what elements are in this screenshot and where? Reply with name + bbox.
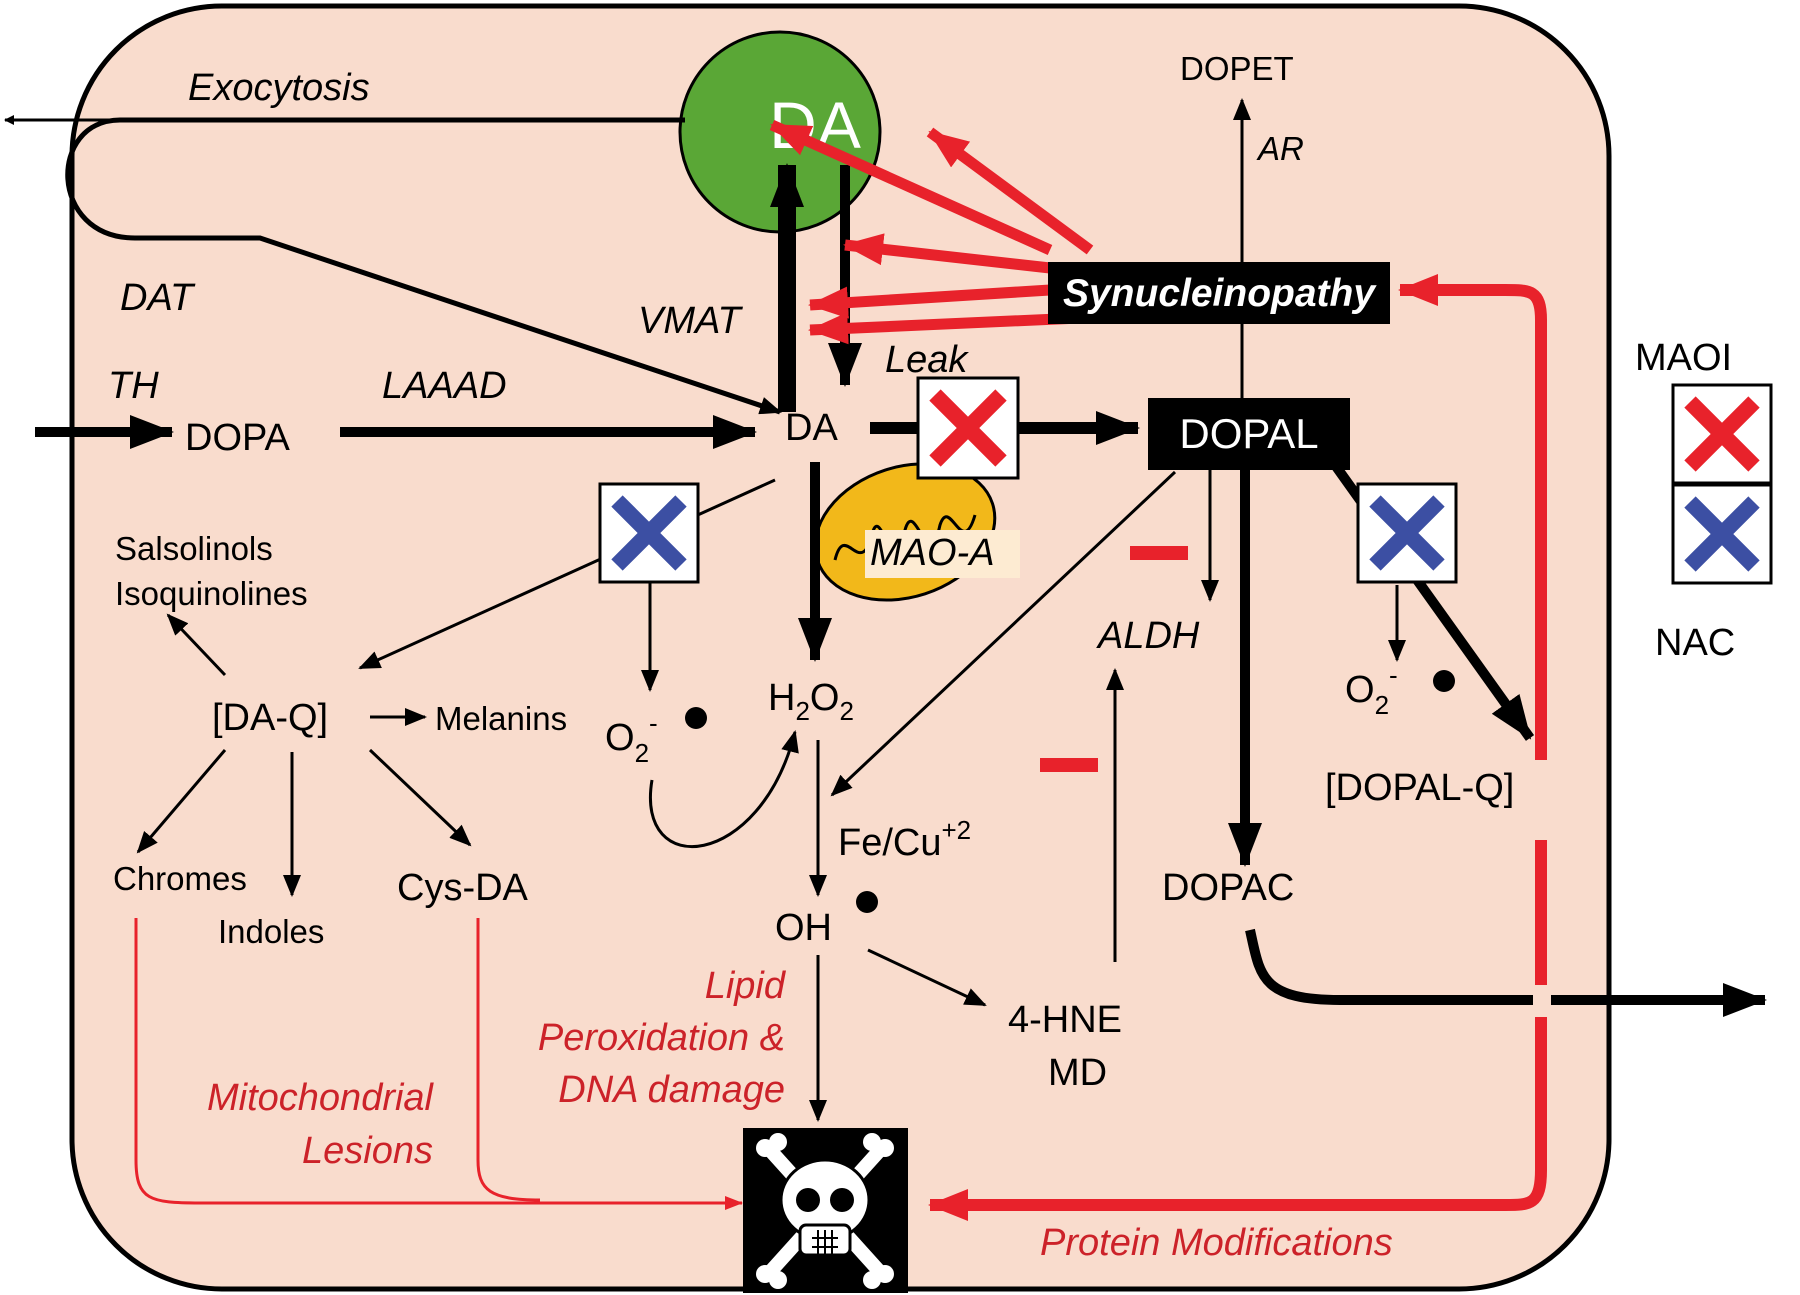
peroxidation-label: Peroxidation & [538, 1017, 785, 1059]
maoi-marker-main [916, 376, 1020, 480]
dna-damage-label: DNA damage [558, 1069, 785, 1111]
laaad-label: LAAAD [382, 365, 507, 407]
blue-x-icon [1671, 483, 1773, 585]
legend-maoi-label: MAOI [1635, 337, 1732, 379]
isoquinolines-label: Isoquinolines [115, 575, 308, 612]
oh-to-hne-arrow [867, 948, 987, 1007]
skull-crossbones-icon [743, 1128, 908, 1293]
hne-label: 4-HNE [1008, 999, 1122, 1041]
superoxide-right-label: O2- [1345, 660, 1398, 720]
legend-nac-label: NAC [1655, 622, 1735, 664]
hydroxyl-label: OH [775, 907, 832, 949]
syn-arrow-5 [808, 312, 1081, 345]
indoles-label: Indoles [218, 913, 324, 950]
dopalq-to-death-arrow [928, 840, 1547, 1221]
daq-to-salsolinols-arrow [166, 613, 227, 677]
leak-label: Leak [885, 339, 969, 381]
mito-lesion-arrow [134, 918, 743, 1210]
nac-marker-dopal [1356, 482, 1458, 584]
nac-marker-daq [598, 482, 700, 584]
synucleinopathy-box [1048, 262, 1390, 324]
da-label: DA [785, 407, 838, 449]
da-to-daq-arrow [358, 478, 776, 670]
inhibition-minus-1 [1130, 546, 1188, 560]
cysda-lesion-line [476, 918, 541, 1202]
synucleinopathy-label: Synucleinopathy [1063, 272, 1377, 315]
chromes-label: Chromes [113, 860, 247, 897]
dat-label: DAT [120, 277, 196, 319]
superoxide-radical-dot-right [1433, 670, 1455, 692]
mitochondrial-label: Mitochondrial [207, 1077, 435, 1119]
mao-a-label: MAO-A [870, 532, 995, 574]
exocytosis-arrow [65, 117, 782, 415]
vmat-label: VMAT [638, 300, 744, 342]
md-label: MD [1048, 1052, 1107, 1094]
lesions-label: Lesions [302, 1130, 433, 1172]
exocytosis-label: Exocytosis [188, 67, 370, 109]
da-q-label: [DA-Q] [212, 697, 328, 739]
metal-label: Fe/Cu+2 [838, 815, 971, 864]
syn-arrow-2 [926, 127, 1094, 255]
ar-label: AR [1256, 130, 1304, 167]
syn-arrow-3 [843, 233, 1051, 274]
dopalq-to-synucleinopathy-arrow [1398, 274, 1547, 760]
inhibition-minus-2 [1040, 758, 1098, 772]
dopal-box [1148, 398, 1350, 470]
hydroxyl-radical-dot [856, 891, 878, 913]
crossing-gap [1533, 985, 1551, 1017]
dopa-label: DOPA [185, 417, 291, 459]
dopal-q-label: [DOPAL-Q] [1325, 767, 1514, 809]
dopac-label: DOPAC [1162, 867, 1294, 909]
syn-arrow-4 [808, 284, 1051, 319]
melanins-label: Melanins [435, 700, 567, 737]
th-label: TH [108, 365, 159, 407]
syn-arrow-1 [769, 119, 1053, 256]
dopal-label: DOPAL [1179, 410, 1318, 457]
dopet-label: DOPET [1180, 50, 1294, 87]
daq-to-chromes-arrow [136, 749, 227, 854]
protein-modifications-label: Protein Modifications [1040, 1222, 1393, 1264]
mao-a-label-bg [865, 530, 1020, 578]
superoxide-left-label: O2- [605, 708, 658, 768]
lipid-label: Lipid [705, 965, 787, 1007]
superoxide-to-h2o2-arrow [648, 730, 799, 849]
superoxide-radical-dot-left [685, 707, 707, 729]
red-x-icon [1671, 383, 1773, 485]
daq-to-cysda-arrow [368, 748, 472, 847]
dopac-efflux-arrow [1245, 928, 1767, 1017]
cys-da-label: Cys-DA [397, 867, 529, 909]
h2o2-label: H2O2 [768, 677, 854, 726]
aldh-label: ALDH [1096, 615, 1200, 657]
dopal-to-oh-arrow [830, 470, 1177, 797]
salsolinols-label: Salsolinols [115, 530, 273, 567]
